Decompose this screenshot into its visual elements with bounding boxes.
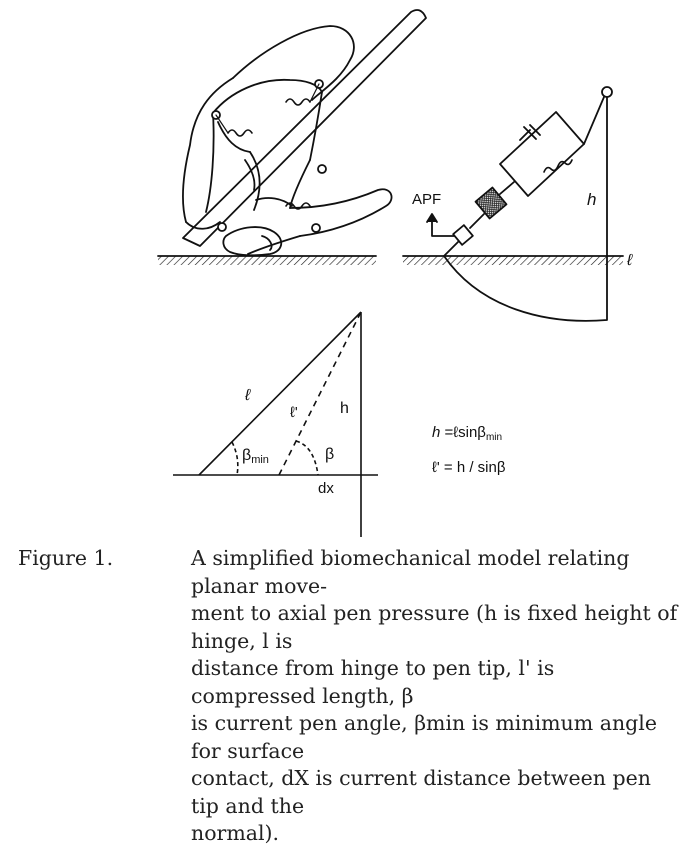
- triangle-ell-label: ℓ: [244, 387, 251, 404]
- beta-min-label: βmin: [242, 447, 269, 466]
- triangle-h-label: h: [340, 400, 349, 417]
- figure-illustration: APF h ℓ ℓ ℓ' h βmin β dx h =ℓsinβmin ℓ' …: [157, 9, 633, 537]
- model-h-label: h: [587, 190, 596, 209]
- ground-hatch-right: [403, 256, 623, 265]
- model-ell-label: ℓ: [626, 252, 633, 269]
- figure-caption: Figure 1. A simplified biomechanical mod…: [18, 545, 678, 848]
- spring-icon: [543, 159, 573, 173]
- caption-label: Figure 1.: [18, 546, 114, 570]
- hinge-icon: [601, 86, 613, 98]
- triangle-diagram: [173, 311, 378, 537]
- caption-line: distance from hinge to pen tip, l' is co…: [191, 656, 555, 708]
- equation-1: h =ℓsinβmin: [432, 424, 502, 443]
- triangle-ell-prime-label: ℓ': [290, 404, 298, 421]
- dashpot-icon: [519, 124, 541, 141]
- caption-line: normal).: [191, 821, 280, 845]
- caption-line: is current pen angle, βmin is minimum an…: [191, 711, 657, 763]
- equation-2: ℓ' = h / sinβ: [432, 459, 506, 476]
- damper-pad-icon: [474, 186, 508, 220]
- apf-label: APF: [412, 191, 441, 208]
- caption-line: A simplified biomechanical model relatin…: [191, 546, 630, 598]
- ground-hatch-left: [158, 256, 376, 265]
- beta-label: β: [325, 446, 334, 463]
- caption-line: ment to axial pen pressure (h is fixed h…: [191, 601, 678, 653]
- pen-icon: [182, 9, 427, 247]
- hand-holding-pen-illustration: [157, 9, 427, 265]
- spring-icon: [227, 129, 253, 137]
- pen-model-diagram: [402, 86, 624, 322]
- spring-icon: [285, 202, 311, 210]
- caption-line: contact, dX is current distance between …: [191, 766, 651, 818]
- caption-body: A simplified biomechanical model relatin…: [191, 545, 678, 848]
- spring-icon: [285, 98, 311, 106]
- dx-label: dx: [318, 480, 334, 497]
